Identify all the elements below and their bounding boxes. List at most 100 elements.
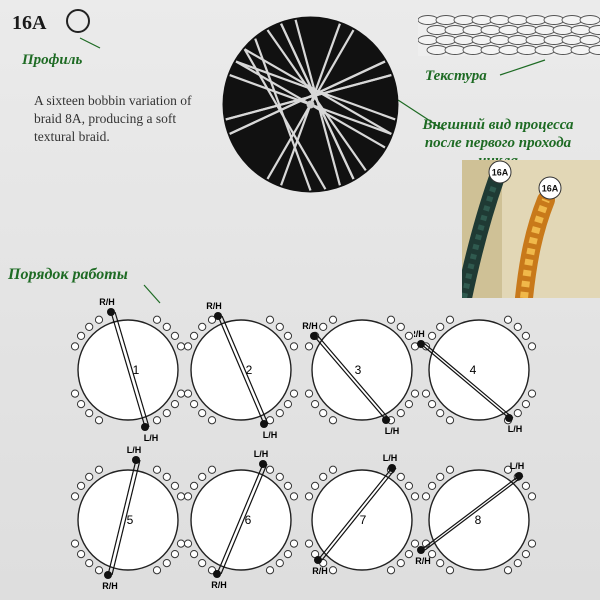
bobbin-dot [283,399,293,409]
disk-outline [190,469,292,571]
move-arrow [317,467,393,561]
top-hand-label: L/H [254,449,269,459]
active-bobbin [213,570,221,578]
profile-annotation: Профиль [22,52,83,68]
step-diagram-7: L/HR/H7 [304,453,420,576]
bobbin-dot [162,409,171,418]
bobbin-dot [283,549,293,559]
bobbin-dot [310,399,320,409]
bobbin-dot [85,409,94,418]
bobbin-dot [513,322,522,331]
braid-description: A sixteen bobbin variation of braid 8A, … [34,93,192,144]
bottom-hand-label: L/H [144,433,159,443]
bobbin-dot [445,465,455,474]
disk-outline [77,469,179,571]
move-arrow [424,343,514,419]
bobbin-dot [527,539,537,548]
bobbin-dot [386,566,396,575]
bobbin-dot [207,315,217,324]
bobbin-dot [70,539,80,548]
step-diagram-1: R/HL/H1 [70,297,186,443]
bobbin-dot [152,416,162,425]
texture-annotation: Текстура [425,68,487,84]
top-hand-label: L/H [510,461,525,471]
bobbin-dot [275,472,284,481]
move-arrow [107,459,137,576]
bobbin-dot [162,322,171,331]
bobbin-dot [76,481,86,491]
bobbin-dot [328,566,338,575]
bobbin-dot [328,315,338,324]
bottom-hand-label: L/H [508,424,523,434]
bobbin-dot [445,566,455,575]
bobbin-dot [162,472,171,481]
move-arrow [216,463,264,575]
active-bobbin [314,556,322,564]
bobbin-dot [289,492,299,501]
bobbin-dot [319,322,328,331]
step-number: 6 [245,513,252,527]
bobbin-dot [521,331,531,341]
bobbin-dot [275,409,284,418]
bobbin-dot [319,472,328,481]
bobbin-dot [162,559,171,568]
bobbin-dot [319,409,328,418]
bobbin-dot [207,416,217,425]
bobbin-dot [521,399,531,409]
move-arrow [220,463,268,575]
bobbin-dot [404,399,414,409]
bottom-hand-label: R/H [312,566,328,576]
active-bobbin [417,546,425,554]
bobbin-dot [170,481,180,491]
bobbin-dot [76,549,86,559]
active-bobbin [107,308,115,316]
top-hand-label: R/H [99,297,115,307]
bobbin-dot [304,539,314,548]
active-bobbin [214,312,222,320]
bobbin-dot [265,315,275,324]
bobbin-dot [427,549,437,559]
bobbin-dot [503,315,513,324]
step-number: 8 [475,513,482,527]
bobbin-dot [265,465,275,474]
bobbin-dot [328,465,338,474]
bobbin-dot [396,559,405,568]
disk-outline [311,319,413,421]
bottom-hand-label: L/H [263,430,278,440]
top-hand-label: L/H [383,453,398,463]
top-hand-label: R/H [206,301,222,311]
bobbin-dot [183,492,193,501]
step-number: 5 [127,513,134,527]
work-order-heading: Порядок работы [8,266,128,283]
bobbin-dot [304,389,314,398]
active-bobbin [310,332,318,340]
bobbin-dot [70,389,80,398]
bobbin-dot [76,331,86,341]
braid-code: 16A [12,12,47,34]
step-diagram-2: R/HL/H2 [183,301,299,440]
step-diagram-3: R/HL/H3 [302,315,420,436]
appearance-line-2: после первого прохода [424,135,572,151]
move-arrow [420,343,510,419]
bobbin-dot [445,315,455,324]
move-arrow [221,315,269,425]
move-arrow [110,311,146,428]
step-diagram-4: R/HL/H4 [414,315,537,434]
bobbin-dot [70,492,80,501]
bobbin-dot [427,481,437,491]
bobbin-dot [304,492,314,501]
active-bobbin [132,456,140,464]
bobbin-dot [527,389,537,398]
move-arrow [317,335,391,421]
bobbin-dot [436,559,445,568]
bobbin-dot [152,465,162,474]
bobbin-dot [289,342,299,351]
active-bobbin [382,416,390,424]
bobbin-dot [289,539,299,548]
bobbin-dot [513,559,522,568]
bobbin-dot [521,549,531,559]
bobbin-dot [427,331,437,341]
active-bobbin [104,571,112,579]
bobbin-dot [527,342,537,351]
